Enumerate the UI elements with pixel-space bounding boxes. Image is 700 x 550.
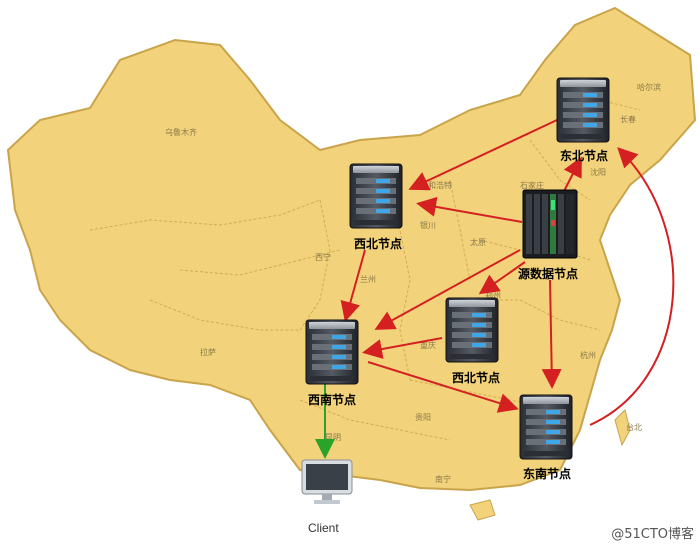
source-label: 源数据节点 bbox=[518, 266, 578, 281]
arrow-source-southwest bbox=[374, 249, 521, 330]
arrow-southeast-northeast bbox=[589, 147, 675, 426]
arrow-source-southeast bbox=[541, 279, 562, 389]
city-label: 乌鲁木齐 bbox=[165, 127, 197, 137]
city-label: 长春 bbox=[620, 114, 636, 124]
city-label: 银川 bbox=[420, 220, 436, 230]
watermark: @51CTO博客 bbox=[611, 527, 694, 542]
city-label: 昆明 bbox=[325, 433, 341, 442]
northeast-label: 东北节点 bbox=[560, 148, 608, 163]
arrow-source-northwest bbox=[416, 196, 523, 223]
southeast-server bbox=[519, 394, 573, 460]
replication-arrows bbox=[340, 119, 675, 426]
city-label: 郑州 bbox=[485, 290, 501, 300]
arrow-northwest2-southwest bbox=[362, 337, 443, 359]
client-monitor-icon bbox=[301, 459, 353, 504]
arrow-source-northeast bbox=[561, 156, 582, 196]
city-label: 太原 bbox=[470, 237, 486, 247]
northwest-label: 西北节点 bbox=[354, 236, 402, 251]
city-label: 南宁 bbox=[435, 474, 451, 484]
northwest-server bbox=[349, 163, 403, 229]
city-label: 沈阳 bbox=[590, 167, 606, 177]
city-label: 杭州 bbox=[580, 350, 596, 360]
city-label: 贵阳 bbox=[415, 412, 431, 422]
northwest2-label: 西北节点 bbox=[452, 370, 500, 385]
source-server bbox=[522, 189, 578, 259]
arrow-southwest-southeast bbox=[367, 361, 519, 413]
southwest-label: 西南节点 bbox=[308, 392, 356, 407]
arrow-northwest-southwest bbox=[340, 249, 366, 322]
city-label: 哈尔滨 bbox=[637, 82, 661, 92]
city-label: 西宁 bbox=[315, 252, 331, 262]
city-label: 重庆 bbox=[420, 340, 436, 350]
city-label: 呼和浩特 bbox=[420, 180, 452, 190]
northeast-server bbox=[556, 77, 610, 143]
southwest-server bbox=[305, 319, 359, 385]
city-label: 台北 bbox=[626, 422, 642, 432]
northwest2-server bbox=[445, 297, 499, 363]
city-label: 拉萨 bbox=[200, 347, 216, 357]
southeast-label: 东南节点 bbox=[523, 466, 571, 481]
arrow-source-northwest2 bbox=[478, 261, 526, 295]
client-label: Client bbox=[308, 521, 339, 535]
city-label: 兰州 bbox=[360, 274, 376, 284]
china-map bbox=[6, 6, 697, 521]
city-label: 石家庄 bbox=[520, 180, 544, 190]
arrow-northeast-northwest bbox=[408, 119, 558, 191]
